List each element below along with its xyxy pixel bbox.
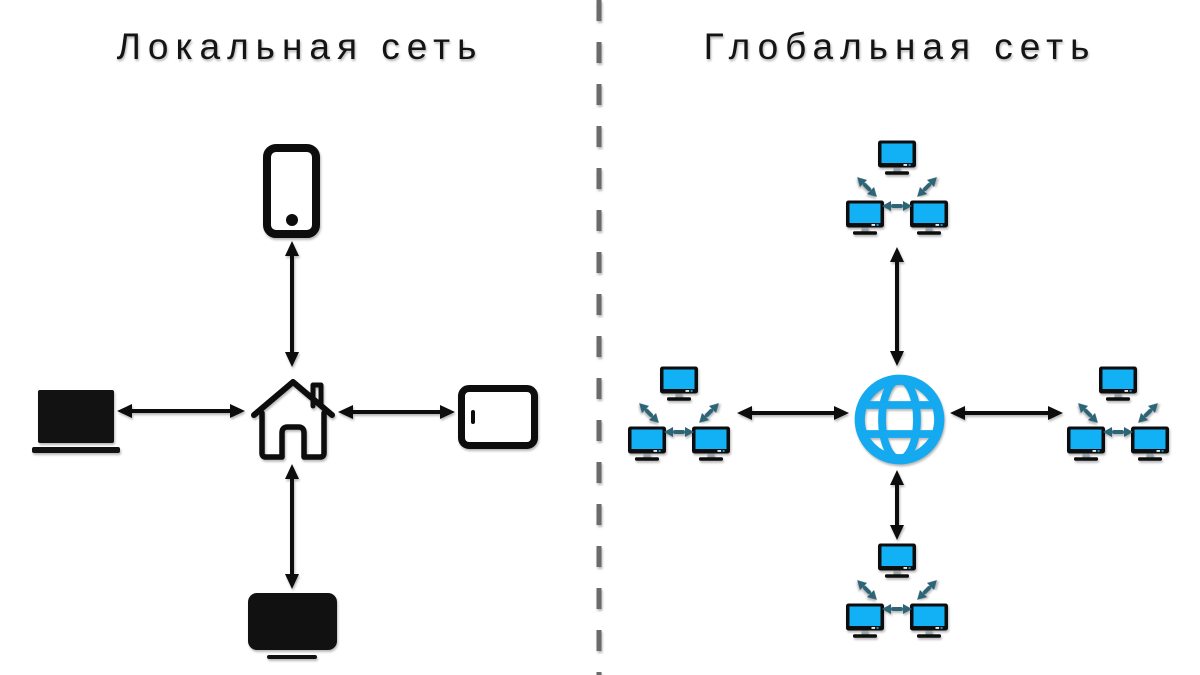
link-arrow-icon [1143,408,1153,418]
smartphone-icon [263,144,320,238]
computer-icon [845,603,885,638]
connection-arrow-phone-house [290,256,294,352]
connection-arrow-house-tablet [353,410,440,414]
computer-icon [845,200,885,235]
computer-icon [691,426,731,461]
connection-arrow-laptop-house [132,409,230,413]
globe-icon [854,374,945,465]
computer-icon [1066,426,1106,461]
tv-icon [248,593,337,659]
global-network-panel: Глобальная сеть [600,0,1200,675]
link-arrow-icon [891,204,903,208]
connection-arrow-house-tv [290,479,294,574]
lan-cluster-top [845,140,949,240]
lan-cluster-right [1066,366,1170,466]
lan-cluster-bottom [845,543,949,643]
computer-icon [627,426,667,461]
link-arrow-icon [922,585,932,595]
link-arrow-icon [922,182,932,192]
phone-home-button [285,214,298,226]
global-network-title: Глобальная сеть [703,26,1097,67]
connection-arrow-left-globe [752,411,834,415]
local-network-title: Локальная сеть [116,26,484,67]
connection-arrow-top-globe [895,262,899,351]
computer-icon [909,603,949,638]
computer-icon [909,200,949,235]
lan-cluster-left [627,366,731,466]
link-arrow-icon [862,585,872,595]
computer-icon [877,543,917,578]
computer-icon [1130,426,1170,461]
tablet-icon [458,385,538,449]
link-arrow-icon [1083,408,1093,418]
connection-arrow-globe-bottom [895,485,899,525]
connection-arrow-globe-right [965,411,1048,415]
house-icon [251,379,335,460]
computer-icon [659,366,699,401]
tv-screen [248,593,337,650]
computer-icon [877,140,917,175]
link-arrow-icon [673,430,685,434]
link-arrow-icon [1112,430,1124,434]
local-network-panel: Локальная сеть [0,0,600,675]
link-arrow-icon [891,607,903,611]
tv-stand [267,655,317,659]
link-arrow-icon [644,408,654,418]
laptop-base [32,447,120,453]
panel-divider [596,0,602,675]
tablet-button [471,410,475,424]
link-arrow-icon [704,408,714,418]
computer-icon [1098,366,1138,401]
laptop-screen [38,390,114,443]
link-arrow-icon [862,182,872,192]
laptop-icon [32,390,120,453]
